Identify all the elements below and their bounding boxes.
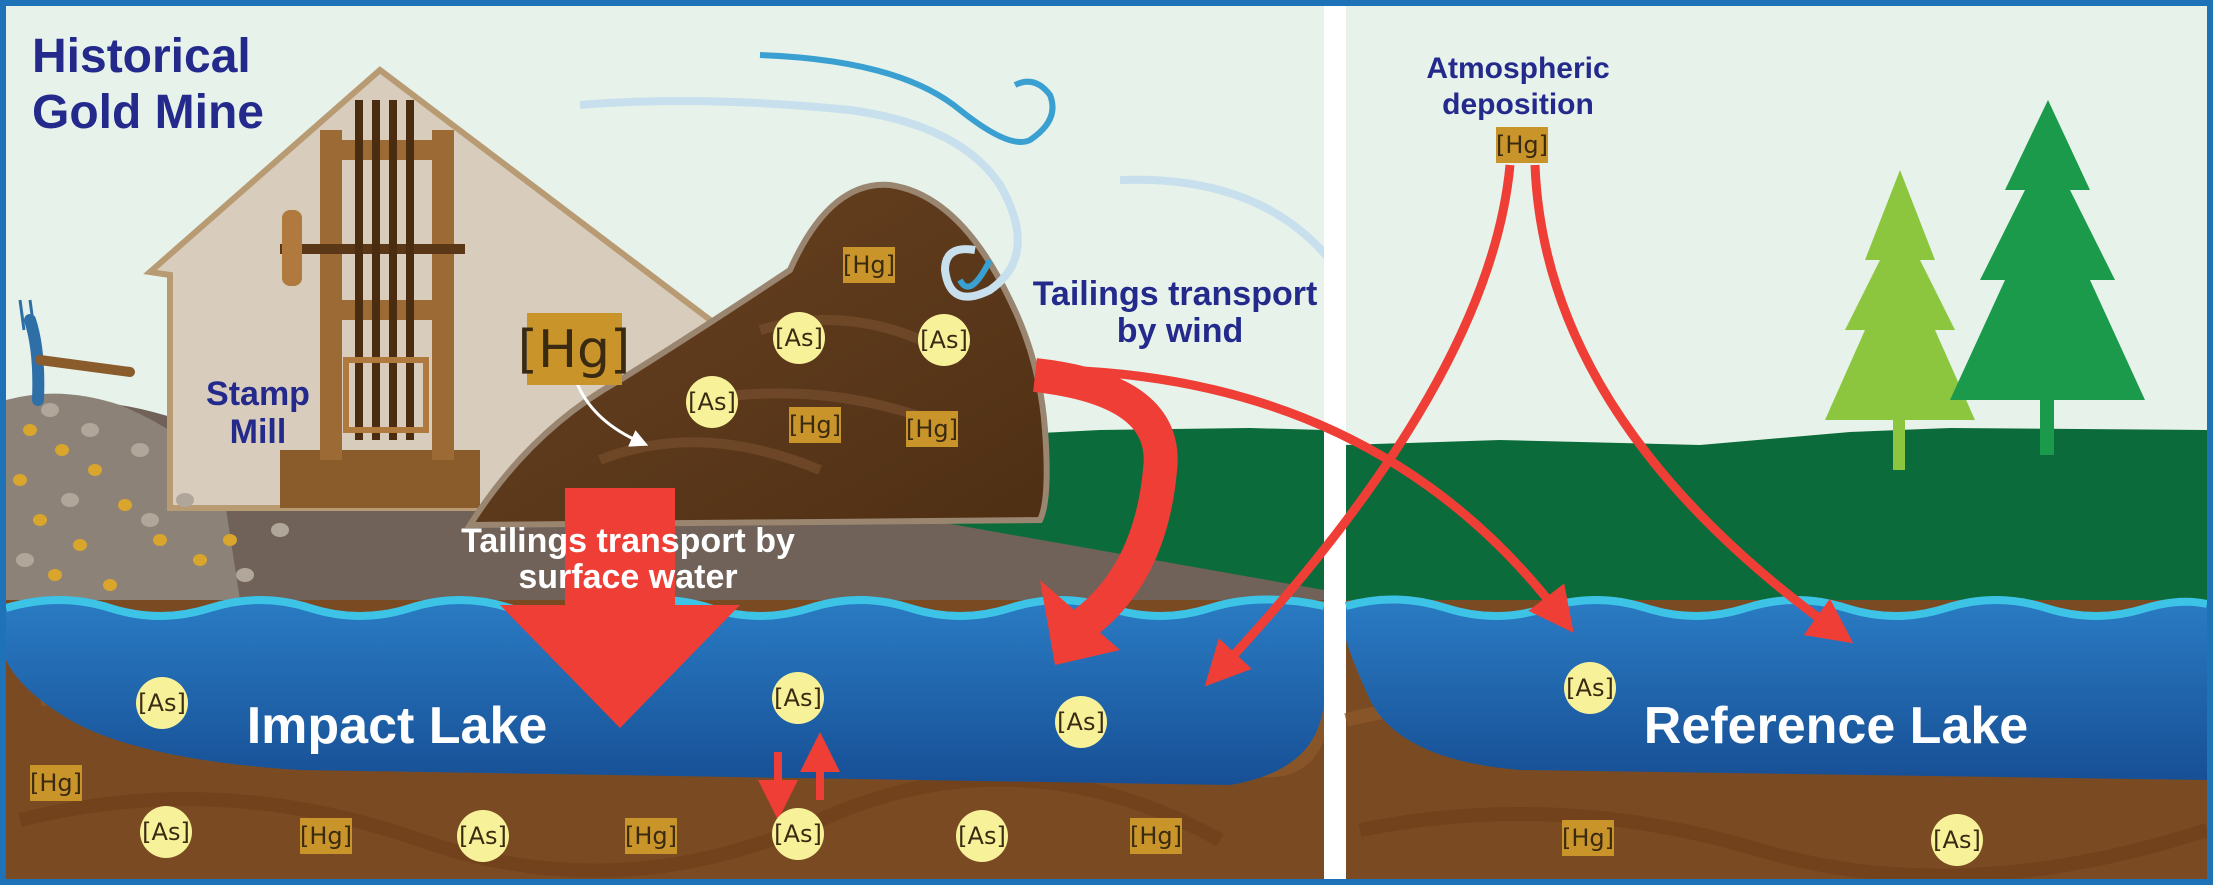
hg-marker: [Hg]: [906, 411, 958, 447]
hg-big-marker: [Hg]: [518, 313, 631, 385]
as-label: [As]: [775, 324, 823, 352]
as-marker: [As]: [772, 808, 824, 860]
pickaxe-icon: [18, 299, 135, 406]
as-label: [As]: [1933, 826, 1981, 854]
as-marker: [As]: [1055, 696, 1107, 748]
surface-water-arrow: [500, 488, 740, 728]
as-label: [As]: [138, 689, 186, 717]
as-marker: [As]: [918, 314, 970, 366]
wind-to-reference-arrow: [1059, 365, 1574, 633]
hg-marker: [Hg]: [1496, 127, 1548, 163]
tree-dark-icon: [1950, 100, 2145, 455]
page-title-line2: Gold Mine: [32, 86, 264, 139]
as-label: [As]: [958, 822, 1006, 850]
atmospheric-label-line2: deposition: [1442, 88, 1594, 121]
sediment-exchange-arrows: [758, 732, 840, 820]
reference-lake-label: Reference Lake: [1644, 697, 2028, 755]
tree-light-icon: [1825, 170, 1975, 470]
hg-marker: [Hg]: [625, 818, 677, 854]
hg-marker: [Hg]: [843, 247, 895, 283]
hg-label: [Hg]: [1562, 824, 1614, 852]
as-label: [As]: [1566, 674, 1614, 702]
surface-label-line1: Tailings transport by: [461, 522, 795, 560]
hg-label: [Hg]: [1496, 131, 1548, 159]
hg-label: [Hg]: [843, 251, 895, 279]
as-marker: [As]: [773, 312, 825, 364]
as-marker: [As]: [686, 376, 738, 428]
wind-transport-arrowhead: [1040, 580, 1120, 665]
as-label: [As]: [1057, 708, 1105, 736]
wind-label-line2: by wind: [1117, 312, 1244, 350]
hg-marker: [Hg]: [1130, 818, 1182, 854]
wind-transport-arrow: [1033, 358, 1178, 645]
sediment-swirl: [1358, 807, 2210, 883]
hg-marker: [Hg]: [789, 407, 841, 443]
atmospheric-label-line1: Atmospheric: [1426, 52, 1609, 85]
hg-label: [Hg]: [30, 769, 82, 797]
as-label: [As]: [774, 820, 822, 848]
hg-marker: [Hg]: [1562, 820, 1614, 856]
stamp-mill-label-line1: Stamp: [206, 375, 310, 413]
stamp-mill-label-line2: Mill: [230, 413, 287, 451]
as-marker: [As]: [136, 677, 188, 729]
impact-lake: [6, 599, 1324, 785]
reference-lake: [1346, 599, 2207, 780]
as-marker: [As]: [1564, 662, 1616, 714]
wind-label-line1: Tailings transport: [1033, 275, 1318, 313]
surface-label-line2: surface water: [518, 558, 737, 596]
hg-label: [Hg]: [300, 822, 352, 850]
hg-label: [Hg]: [1130, 822, 1182, 850]
hg-label: [Hg]: [789, 411, 841, 439]
hg-label: [Hg]: [906, 415, 958, 443]
lake-surface-line: [1344, 595, 2208, 620]
as-label: [As]: [459, 822, 507, 850]
page-title-line1: Historical: [32, 30, 251, 83]
impact-lake-label: Impact Lake: [247, 697, 548, 755]
as-label: [As]: [688, 388, 736, 416]
gravel-stones: [16, 403, 289, 582]
hg-label: [Hg]: [625, 822, 677, 850]
hg-marker: [Hg]: [30, 765, 82, 801]
atmospheric-deposition-arrows: [1204, 164, 1854, 687]
gold-nuggets: [13, 424, 237, 591]
panel-divider: [1324, 6, 1346, 879]
hg-pointer-arrow: [573, 377, 649, 447]
hg-marker: [Hg]: [300, 818, 352, 854]
as-marker: [As]: [772, 672, 824, 724]
as-marker: [As]: [140, 806, 192, 858]
as-marker: [As]: [1931, 814, 1983, 866]
as-marker: [As]: [956, 810, 1008, 862]
as-label: [As]: [920, 326, 968, 354]
hg-label: [Hg]: [518, 320, 631, 380]
as-label: [As]: [774, 684, 822, 712]
as-label: [As]: [142, 818, 190, 846]
left-panel: Historical Gold Mine Stamp Mill Tailings…: [4, 6, 1432, 879]
right-panel: Atmospheric deposition Reference Lake: [1059, 6, 2210, 883]
as-marker: [As]: [457, 810, 509, 862]
